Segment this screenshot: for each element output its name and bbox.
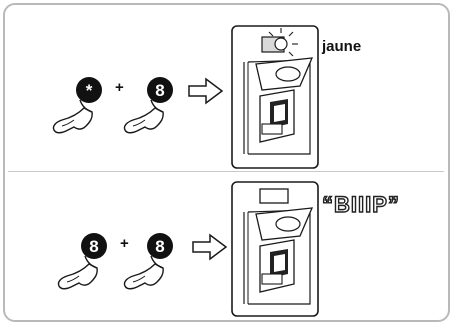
finger-press-star-icon: * (52, 77, 102, 134)
finger-press-8-icon: 8 (123, 77, 173, 134)
key-star-label: * (86, 81, 93, 100)
arrow-right-icon (188, 77, 224, 105)
arrow-right-icon (192, 233, 228, 261)
key-8-label: 8 (155, 237, 164, 256)
beep-sound-label: “BIIIP” (321, 191, 400, 217)
key-8-label: 8 (155, 81, 164, 100)
device-indicator-on-icon (231, 25, 319, 169)
device-indicator-off-icon (231, 181, 319, 317)
instruction-panel (3, 3, 450, 322)
finger-press-8-first-icon: 8 (57, 233, 107, 290)
indicator-color-label: jaune (322, 38, 362, 55)
step-divider (8, 171, 444, 172)
plus-sign-2: + (120, 235, 129, 252)
key-8-label: 8 (89, 237, 98, 256)
finger-press-8-second-icon: 8 (123, 233, 173, 290)
plus-sign-1: + (115, 79, 124, 96)
